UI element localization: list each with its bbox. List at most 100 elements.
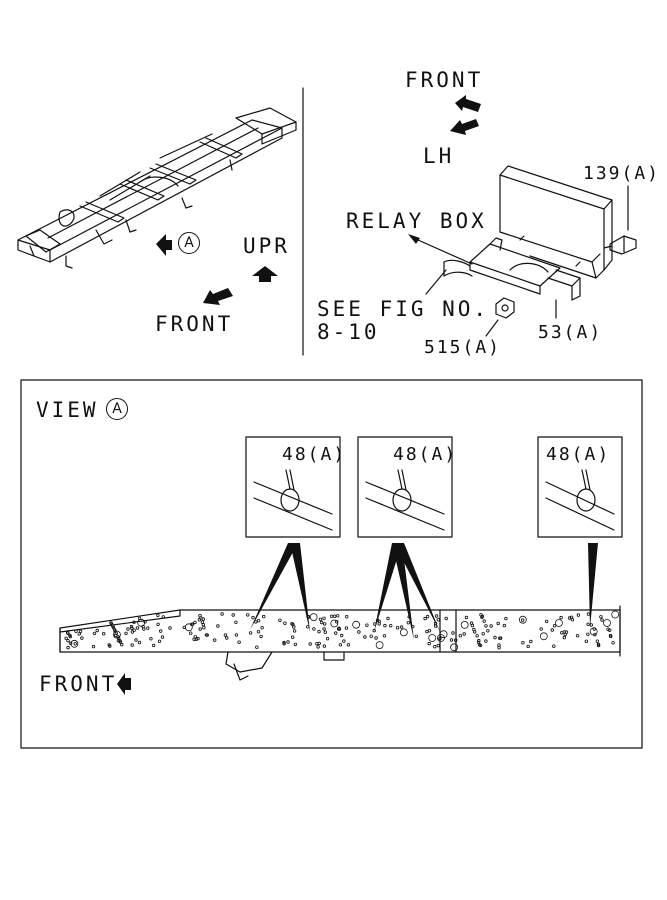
rail-hole — [322, 627, 326, 631]
inset-frame-2 — [357, 436, 453, 538]
rail-hole — [317, 641, 321, 646]
rail-hole — [562, 635, 566, 640]
rail-hole — [342, 639, 346, 643]
rail-hole — [168, 626, 172, 630]
rail-hole — [497, 646, 501, 650]
rail-hole — [433, 645, 437, 649]
rail-hole — [95, 628, 99, 633]
rail-hole — [196, 636, 200, 641]
view-a-arrow-icon — [156, 234, 172, 256]
rail-hole — [306, 625, 310, 629]
rail-hole — [493, 635, 497, 640]
rail-hole — [406, 621, 410, 625]
rail-holes — [64, 610, 620, 652]
rail-hole — [66, 639, 70, 643]
rail-hole — [425, 614, 430, 619]
rail-hole — [586, 612, 591, 616]
inset-label-2: 48(A) — [393, 444, 458, 465]
inset-label-3: 48(A) — [546, 444, 611, 465]
rail-hole — [156, 622, 160, 626]
rail-hole — [473, 630, 477, 634]
relay-box-pointer-icon — [408, 234, 420, 244]
see-fig-label: SEE FIG NO. — [317, 297, 490, 321]
rail-hole — [395, 626, 400, 630]
rail-hole — [593, 633, 597, 637]
rail-hole — [119, 642, 124, 647]
rail-hole — [246, 613, 250, 617]
rail-hole — [427, 641, 431, 646]
rail-hole — [205, 633, 209, 637]
rail-hole — [603, 619, 611, 627]
rail-hole — [201, 617, 206, 621]
view-title-marker: A — [106, 398, 128, 420]
rail-hole — [559, 615, 563, 620]
rail-hole — [464, 615, 469, 620]
rail-hole — [91, 644, 96, 649]
rail-hole — [433, 624, 438, 628]
view-title: VIEW — [36, 398, 99, 422]
rail-hole — [592, 627, 596, 631]
rail-hole — [161, 615, 165, 619]
rail-hole — [74, 629, 78, 633]
rail-hole — [458, 634, 462, 638]
rail-hole — [596, 642, 601, 647]
rail-hole — [158, 629, 163, 633]
callout-139: 139(A) — [583, 163, 661, 184]
rail-hole — [545, 619, 549, 624]
chassis-frame-drawing — [17, 107, 297, 269]
rail-hole — [124, 631, 128, 636]
rail-hole — [256, 630, 261, 634]
view-a-panel-border — [20, 379, 643, 749]
rail-hole — [414, 634, 418, 638]
rail-hole — [529, 639, 533, 644]
rail-hole — [338, 643, 343, 647]
rail-hole — [345, 615, 349, 619]
rail-hole — [423, 616, 427, 621]
rail-hole — [259, 634, 263, 639]
rail-hole — [134, 638, 138, 642]
rail-hole — [550, 628, 554, 632]
upr-label: UPR — [243, 234, 290, 258]
rail-hole — [201, 622, 205, 627]
rail-hole — [450, 643, 459, 652]
rail-hole — [188, 631, 193, 635]
rail-hole — [589, 623, 593, 627]
rail-hole — [336, 614, 340, 618]
rail-hole — [552, 644, 556, 648]
rail-hole — [560, 631, 564, 635]
rail-hole — [374, 636, 378, 640]
rail-hole — [462, 632, 466, 636]
rail-hole — [340, 633, 344, 638]
clamp-drawing-2 — [365, 469, 445, 531]
rail-hole — [237, 640, 241, 644]
rail-hole — [308, 642, 312, 646]
rail-hole — [160, 635, 165, 639]
rail-hole — [212, 638, 217, 642]
rail-hole — [611, 610, 620, 619]
rail-hole — [137, 640, 142, 645]
rail-hole — [118, 640, 123, 644]
rail-hole — [399, 625, 404, 629]
rail-hole — [184, 623, 193, 632]
rail-hole — [66, 645, 70, 650]
rail-hole — [520, 618, 525, 622]
rail-hole — [260, 626, 264, 630]
rail-hole — [113, 633, 118, 637]
clamp-drawing-1 — [253, 469, 333, 531]
rail-hole — [193, 620, 197, 625]
rail-hole — [146, 626, 150, 630]
rail-hole — [526, 644, 530, 649]
rail-hole — [389, 624, 393, 628]
rail-hole — [586, 622, 590, 626]
rail-hole — [322, 616, 326, 620]
rail-hole — [223, 633, 228, 637]
view-front-label: FRONT — [39, 672, 118, 696]
rail-hole — [377, 622, 381, 626]
rail-hole — [256, 619, 261, 623]
rail-hole — [600, 618, 604, 622]
rail-hole — [564, 630, 569, 634]
inset-label-1: 48(A) — [282, 444, 347, 465]
rail-hole — [449, 638, 454, 642]
rail-hole — [192, 637, 196, 641]
rail-hole — [322, 644, 327, 648]
